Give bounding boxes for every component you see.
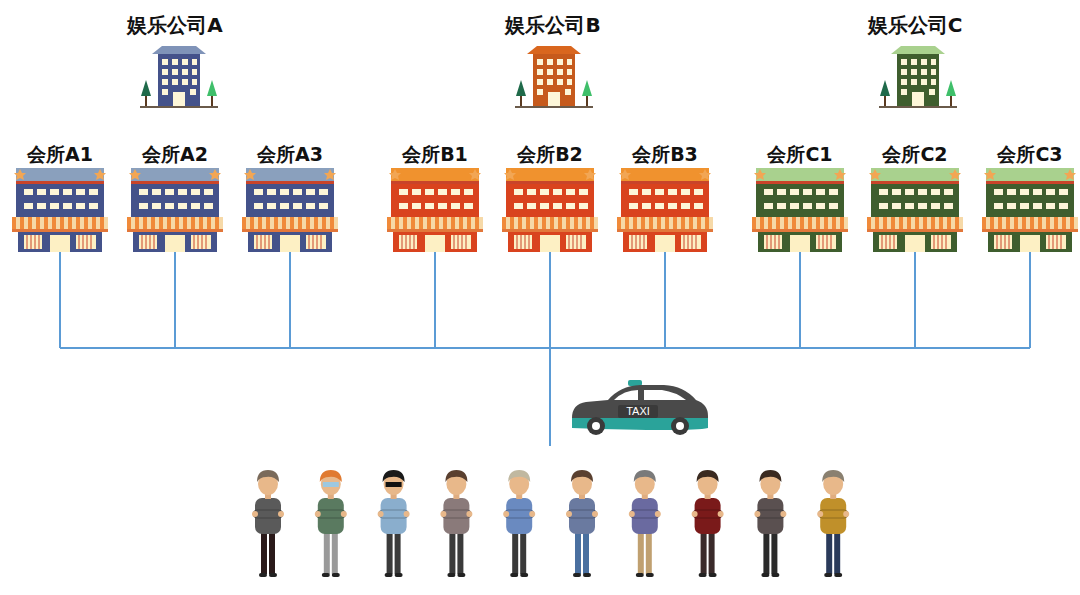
club-building [242,168,338,252]
company-name: 娱乐公司A [127,13,222,37]
company-label: 娱乐公司B [505,13,600,37]
taxi-sign: TAXI [626,405,650,417]
club-building [982,168,1078,252]
sunglasses [386,482,402,487]
person-figure [440,470,472,577]
club-label: 会所A3 [257,143,323,166]
company-label: 娱乐公司A [127,13,222,37]
club-label: 会所A2 [142,143,208,166]
club-label: 会所A1 [27,143,93,166]
club-label: 会所C1 [767,143,832,166]
club-name: 会所B3 [632,143,698,166]
glasses [323,482,339,487]
club-building [617,168,713,252]
club-label: 会所B2 [517,143,583,166]
club-name: 会所B2 [517,143,583,166]
club-name: 会所A2 [142,143,208,166]
club-label: 会所C3 [997,143,1062,166]
company-name: 娱乐公司B [505,13,600,37]
club-label: 会所B1 [402,143,468,166]
person-figure [629,470,661,577]
person-figure [817,470,849,577]
person-figure [754,470,786,577]
club-name: 会所C3 [997,143,1062,166]
person-figure [503,470,535,577]
club-label: 会所B3 [632,143,698,166]
club-building [502,168,598,252]
club-name: 会所A3 [257,143,323,166]
club-building [127,168,223,252]
club-name: 会所C1 [767,143,832,166]
person-figure [692,470,724,577]
person-figure [252,470,284,577]
club-building [752,168,848,252]
person-figure [566,470,598,577]
person-figure [378,470,410,577]
club-label: 会所C2 [882,143,947,166]
club-name: 会所B1 [402,143,468,166]
club-building [387,168,483,252]
company-name: 娱乐公司C [868,13,963,37]
club-name: 会所A1 [27,143,93,166]
club-name: 会所C2 [882,143,947,166]
club-building [12,168,108,252]
person-figure [315,470,347,577]
club-building [867,168,963,252]
company-label: 娱乐公司C [868,13,963,37]
